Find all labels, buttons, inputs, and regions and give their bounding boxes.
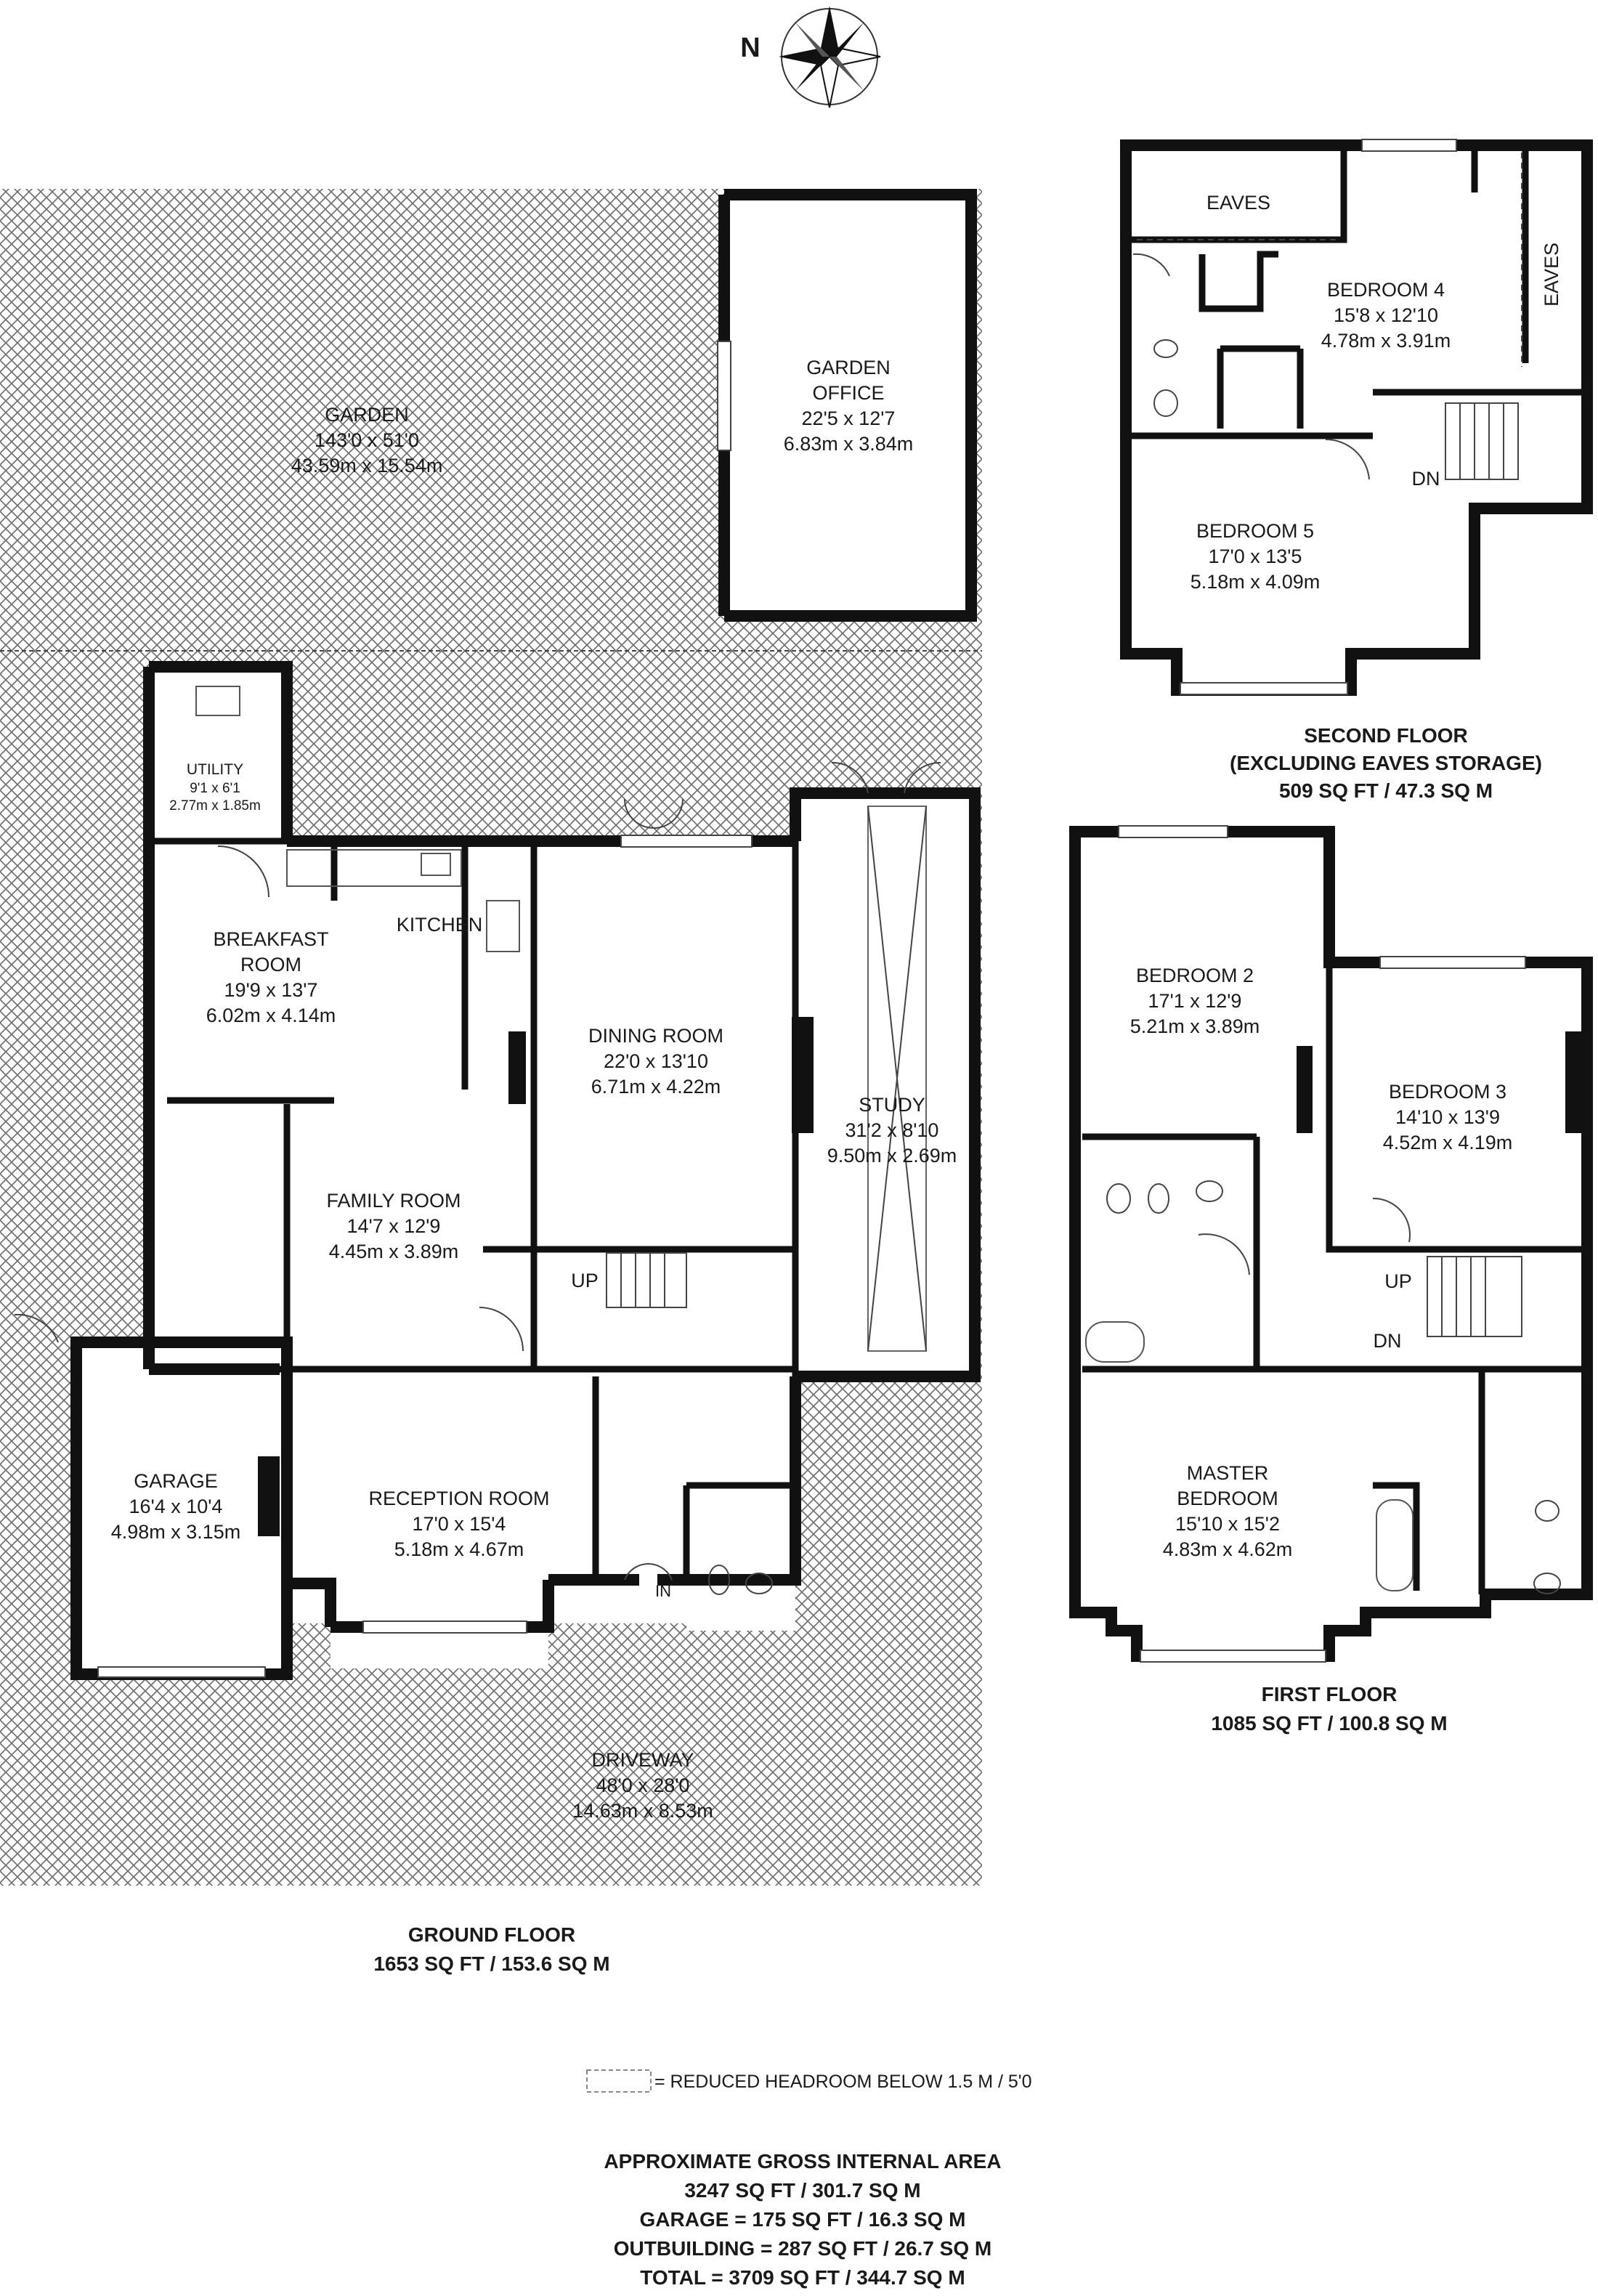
room-size-metric: 5.18m x 4.67m — [394, 1538, 524, 1560]
room-name: EAVES — [1541, 243, 1562, 307]
room-size-imperial: 9'1 x 6'1 — [190, 781, 240, 796]
room-size-imperial: 15'10 x 15'2 — [1175, 1513, 1280, 1535]
room-label-study: STUDY 31'2 x 8'10 9.50m x 2.69m — [827, 1094, 957, 1167]
ground-floor-stairs — [606, 1252, 687, 1308]
room-size-imperial: 22'5 x 12'7 — [802, 407, 896, 429]
garden-office-room — [724, 195, 971, 616]
room-size-imperial: 16'4 x 10'4 — [129, 1496, 223, 1517]
room-name: FAMILY ROOM — [326, 1190, 461, 1212]
room-name: BREAKFAST — [213, 928, 328, 950]
room-name: BEDROOM 4 — [1327, 279, 1445, 301]
room-name: BEDROOM 5 — [1196, 520, 1314, 542]
room-label-garden-office: GARDEN OFFICE 22'5 x 12'7 6.83m x 3.84m — [784, 357, 914, 455]
room-name: DINING ROOM — [588, 1025, 723, 1047]
room-size-imperial: 22'0 x 13'10 — [604, 1050, 708, 1072]
ground-floor-title: GROUND FLOOR — [408, 1923, 575, 1946]
first-floor-plan — [1069, 825, 1593, 1663]
room-label-driveway: DRIVEWAY 48'0 x 28'0 14.63m x 8.53m — [572, 1749, 713, 1822]
stairs-down-label: DN — [1412, 468, 1440, 490]
room-size-imperial: 48'0 x 28'0 — [596, 1774, 690, 1796]
room-name: GARDEN — [806, 357, 891, 378]
room-size-imperial: 17'0 x 15'4 — [413, 1513, 506, 1535]
room-label-family-room: FAMILY ROOM 14'7 x 12'9 4.45m x 3.89m — [326, 1190, 461, 1262]
room-size-metric: 9.50m x 2.69m — [827, 1145, 957, 1167]
totals-line: GARAGE = 175 SQ FT / 16.3 SQ M — [640, 2208, 966, 2231]
room-name: UTILITY — [187, 761, 243, 778]
room-size-imperial: 17'1 x 12'9 — [1148, 990, 1242, 1012]
legend: = REDUCED HEADROOM BELOW 1.5 M / 5'0 — [586, 2069, 1031, 2093]
first-floor-area: 1085 SQ FT / 100.8 SQ M — [1211, 1712, 1447, 1735]
room-label-bedroom-4: BEDROOM 4 15'8 x 12'10 4.78m x 3.91m — [1321, 279, 1451, 352]
room-size-metric: 4.83m x 4.62m — [1163, 1538, 1293, 1560]
room-label-eaves-2: EAVES — [1541, 243, 1562, 307]
room-size-metric: 4.52m x 4.19m — [1383, 1132, 1513, 1153]
ground-floor-area: 1653 SQ FT / 153.6 SQ M — [373, 1952, 609, 1975]
room-name: BEDROOM 2 — [1136, 965, 1254, 986]
ground-floor-plan — [0, 189, 982, 1886]
room-label-dining-room: DINING ROOM 22'0 x 13'10 6.71m x 4.22m — [588, 1025, 723, 1098]
room-name: MASTER — [1187, 1462, 1269, 1484]
room-name: STUDY — [859, 1094, 925, 1116]
stairs-up-label: UP — [1384, 1270, 1412, 1292]
totals-line: OUTBUILDING = 287 SQ FT / 26.7 SQ M — [614, 2237, 991, 2260]
room-size-imperial: 14'7 x 12'9 — [347, 1215, 441, 1237]
totals-line: 3247 SQ FT / 301.7 SQ M — [684, 2179, 920, 2202]
room-size-metric: 43.59m x 15.54m — [291, 455, 443, 476]
room-label-reception-room: RECEPTION ROOM 17'0 x 15'4 5.18m x 4.67m — [368, 1488, 549, 1560]
totals-line: TOTAL = 3709 SQ FT / 344.7 SQ M — [640, 2266, 965, 2289]
room-size-metric: 4.98m x 3.15m — [111, 1521, 241, 1543]
room-name: GARDEN — [325, 404, 409, 426]
room-name: EAVES — [1206, 192, 1270, 214]
room-size-metric: 4.45m x 3.89m — [329, 1241, 459, 1262]
room-name: RECEPTION ROOM — [368, 1488, 549, 1509]
room-label-bedroom-3: BEDROOM 3 14'10 x 13'9 4.52m x 4.19m — [1383, 1081, 1513, 1153]
room-name-line2: BEDROOM — [1177, 1488, 1278, 1509]
entrance-label: IN — [655, 1582, 671, 1600]
room-label-garden: GARDEN 143'0 x 51'0 43.59m x 15.54m — [291, 404, 443, 476]
room-size-metric: 5.21m x 3.89m — [1130, 1015, 1260, 1037]
totals-title: APPROXIMATE GROSS INTERNAL AREA — [604, 2150, 1001, 2173]
room-name-line2: OFFICE — [813, 382, 885, 404]
room-name-line2: ROOM — [240, 954, 301, 975]
room-label-bedroom-2: BEDROOM 2 17'1 x 12'9 5.21m x 3.89m — [1130, 965, 1260, 1037]
room-size-metric: 14.63m x 8.53m — [572, 1800, 713, 1822]
second-floor-subtitle: (EXCLUDING EAVES STORAGE) — [1230, 752, 1542, 774]
room-size-imperial: 31'2 x 8'10 — [845, 1119, 939, 1141]
room-size-imperial: 17'0 x 13'5 — [1209, 545, 1302, 567]
room-size-imperial: 15'8 x 12'10 — [1334, 304, 1438, 326]
compass-north-label: N — [740, 33, 760, 63]
second-floor-plan — [1120, 139, 1593, 696]
room-name: KITCHEN — [397, 914, 483, 936]
room-name: BEDROOM 3 — [1389, 1081, 1506, 1103]
room-label-breakfast-room: BREAKFAST ROOM 19'9 x 13'7 6.02m x 4.14m — [206, 928, 336, 1026]
room-label-garage: GARAGE 16'4 x 10'4 4.98m x 3.15m — [111, 1470, 241, 1543]
room-size-metric: 5.18m x 4.09m — [1191, 571, 1321, 593]
room-size-imperial: 19'9 x 13'7 — [224, 979, 318, 1001]
room-label-bedroom-5: BEDROOM 5 17'0 x 13'5 5.18m x 4.09m — [1191, 520, 1321, 593]
room-name: GARAGE — [134, 1470, 218, 1492]
room-size-metric: 2.77m x 1.85m — [169, 798, 261, 814]
legend-text: = REDUCED HEADROOM BELOW 1.5 M / 5'0 — [654, 2072, 1031, 2092]
second-floor-title: SECOND FLOOR — [1304, 724, 1468, 747]
compass-rose — [779, 6, 881, 108]
stairs-up-label: UP — [571, 1270, 599, 1291]
room-size-metric: 6.02m x 4.14m — [206, 1005, 336, 1026]
second-floor-area: 509 SQ FT / 47.3 SQ M — [1279, 779, 1493, 802]
room-size-metric: 4.78m x 3.91m — [1321, 330, 1451, 352]
room-size-imperial: 14'10 x 13'9 — [1395, 1106, 1500, 1128]
first-floor-title: FIRST FLOOR — [1262, 1683, 1398, 1705]
room-size-imperial: 143'0 x 51'0 — [315, 429, 419, 451]
room-label-kitchen: KITCHEN — [397, 914, 483, 936]
stairs-down-label: DN — [1374, 1330, 1402, 1352]
room-label-eaves-1: EAVES — [1206, 192, 1270, 214]
room-size-metric: 6.83m x 3.84m — [784, 433, 914, 455]
room-name: DRIVEWAY — [591, 1749, 694, 1771]
room-label-master-bedroom: MASTER BEDROOM 15'10 x 15'2 4.83m x 4.62… — [1163, 1462, 1293, 1560]
room-size-metric: 6.71m x 4.22m — [591, 1076, 721, 1098]
room-label-utility: UTILITY 9'1 x 6'1 2.77m x 1.85m — [169, 761, 261, 814]
reduced-headroom-swatch — [586, 2069, 652, 2093]
